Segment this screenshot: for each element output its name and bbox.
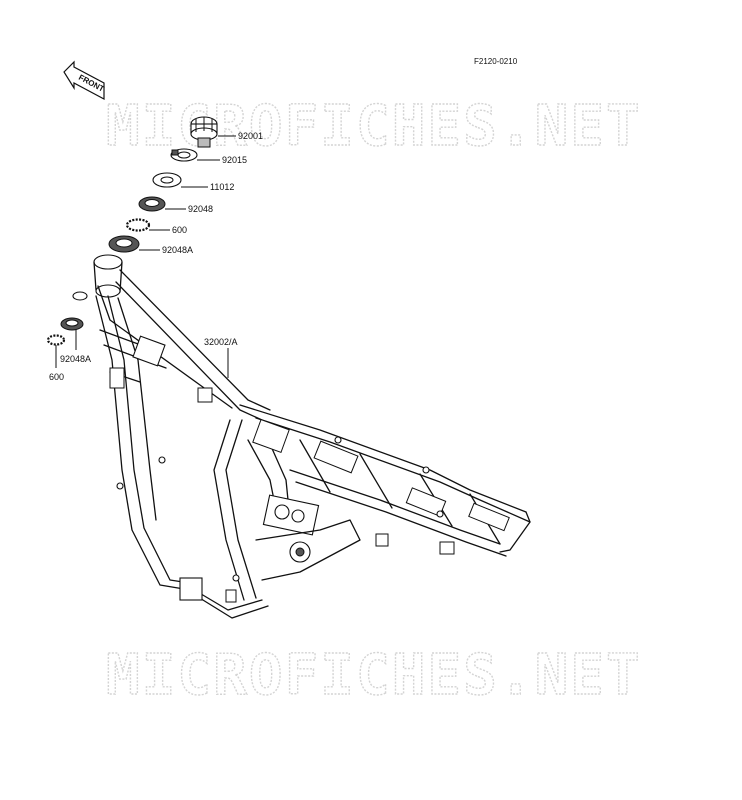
race-92048a-icon (108, 235, 140, 253)
lock-washer-92015-icon (170, 148, 198, 162)
part-label-92048a-lower: 92048A (60, 354, 91, 364)
part-label-600-lower: 600 (49, 372, 64, 382)
steel-balls-600-lower-icon (46, 334, 66, 346)
motorcycle-frame-icon (72, 254, 531, 619)
front-arrow-icon: FRONT (63, 60, 106, 100)
part-label-600: 600 (172, 225, 187, 235)
leader-lines (55, 135, 236, 378)
part-label-11012: 11012 (210, 182, 234, 192)
part-label-92015: 92015 (222, 155, 247, 165)
washer-11012-icon (152, 172, 182, 188)
watermark-bottom: MICROFICHES.NET (106, 643, 642, 708)
race-92048a-lower-icon (60, 317, 84, 331)
diagram-reference-code: F2120-0210 (474, 57, 518, 66)
bolt-92001-icon (190, 116, 218, 148)
steel-balls-600-icon (125, 218, 151, 232)
part-label-92048a: 92048A (162, 245, 193, 255)
part-label-92048: 92048 (188, 204, 213, 214)
part-label-32002a: 32002/A (204, 337, 238, 347)
part-label-92001: 92001 (238, 131, 263, 141)
race-92048-icon (138, 196, 166, 212)
